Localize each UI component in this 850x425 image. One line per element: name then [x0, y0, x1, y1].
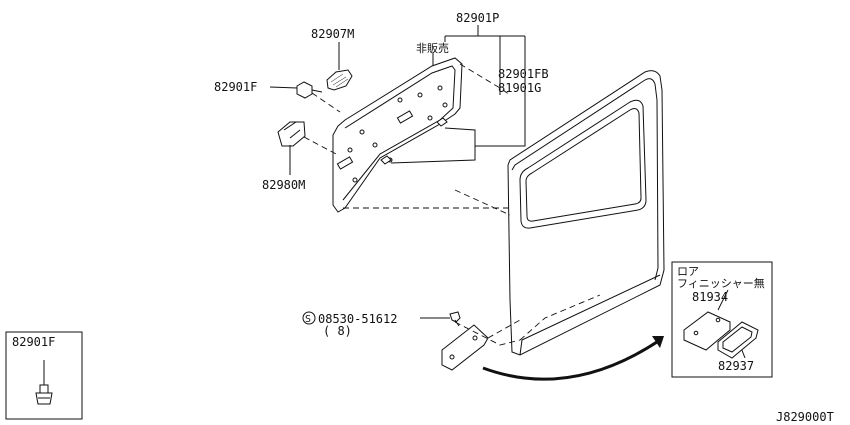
label-82901P: 82901P	[456, 11, 499, 25]
lower-finisher-plate	[441, 324, 489, 371]
label-82901F: 82901F	[214, 80, 257, 94]
clip-inset	[5, 331, 83, 420]
back-door-panel	[507, 70, 665, 356]
label-82937: 82937	[718, 359, 754, 373]
door-trim-panel	[332, 57, 463, 213]
door-handle-part	[326, 69, 353, 91]
label-81934: 81934	[692, 290, 728, 304]
label-82980M: 82980M	[262, 178, 305, 192]
inset-label-82901F: 82901F	[12, 335, 55, 349]
label-screw-part: 08530-51612	[318, 312, 397, 326]
label-82901FB: 82901FB	[498, 67, 549, 81]
screw-symbol: S	[305, 314, 311, 325]
lower-finisher-inset	[671, 261, 773, 378]
diagram-code: J829000T	[776, 410, 834, 424]
label-lower-finisher-1: ロア	[677, 265, 699, 278]
screw-part	[449, 311, 461, 327]
screw-symbol-circle	[302, 311, 316, 325]
leader-lines	[269, 25, 746, 359]
label-not-for-sale: 非販売	[416, 42, 449, 55]
detail-arrow	[482, 336, 664, 381]
label-screw-qty: ( 8)	[323, 324, 352, 338]
label-81901G: 81901G	[498, 81, 541, 95]
label-lower-finisher-2: フィニッシャー無	[677, 276, 765, 290]
trim-clip-part	[296, 81, 323, 99]
bracket-part	[277, 121, 306, 147]
label-82907M: 82907M	[311, 27, 354, 41]
assembly-dashed-lines	[303, 63, 521, 346]
